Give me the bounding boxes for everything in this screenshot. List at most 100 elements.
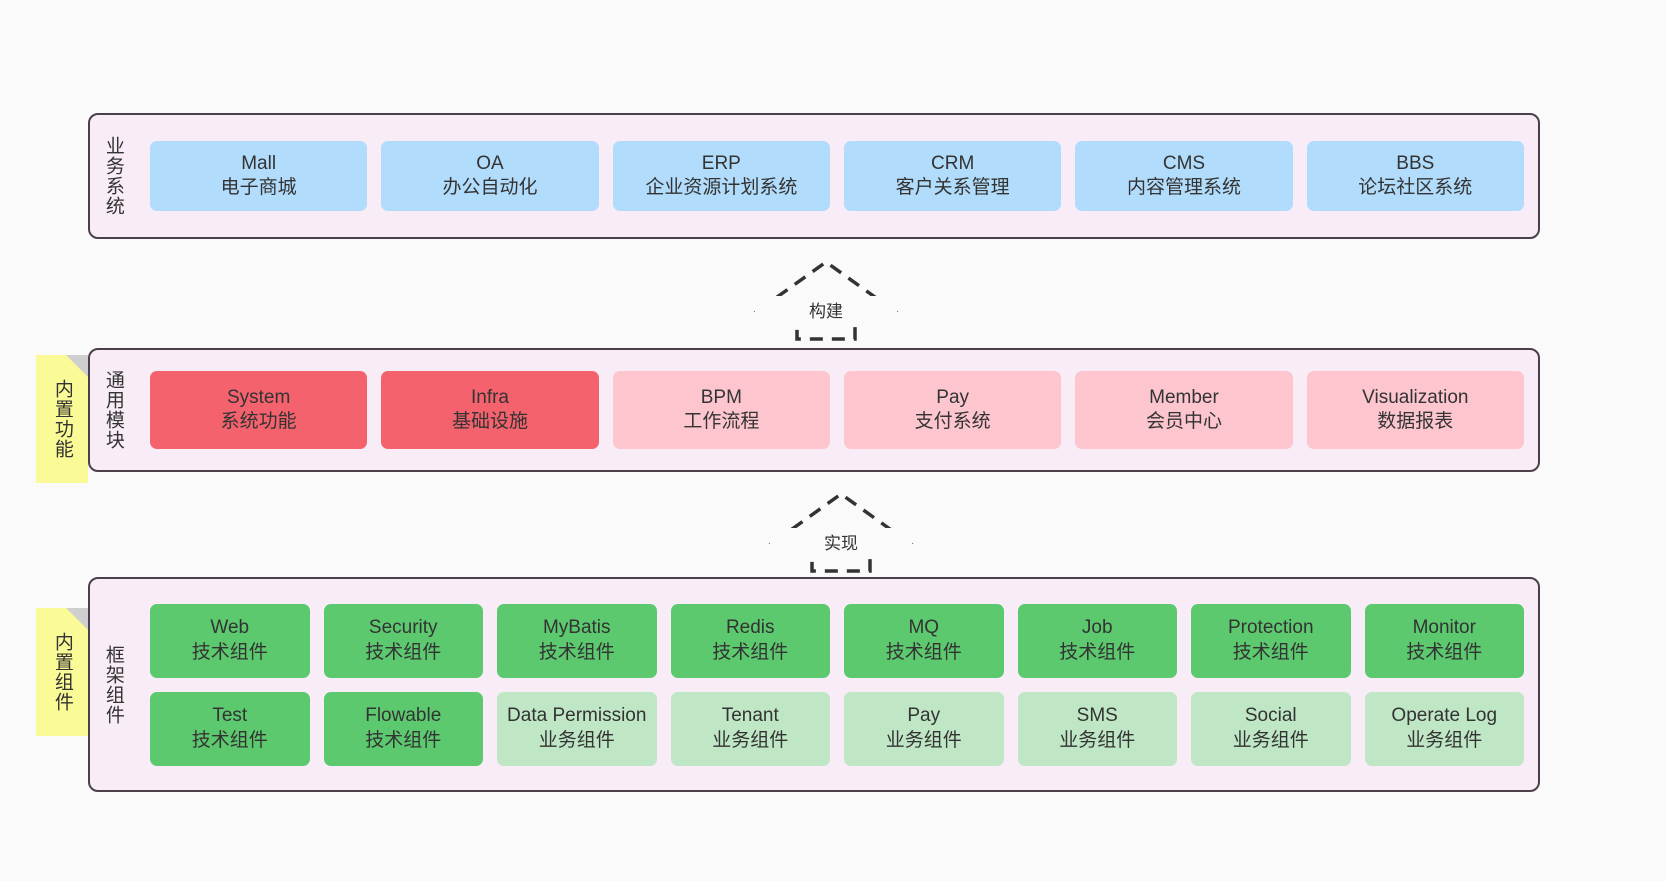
card-erp-subtitle: 企业资源计划系统 xyxy=(645,177,798,198)
business-systems-row: Mall 电子商城 OA 办公自动化 ERP 企业资源计划系统 CRM 客户关系… xyxy=(150,141,1524,211)
card-flowable-subtitle: 技术组件 xyxy=(365,729,442,751)
layer-business-systems: 业务系统 Mall 电子商城 OA 办公自动化 ERP 企业资源计划系统 CRM… xyxy=(88,113,1540,239)
card-job[interactable]: Job 技术组件 xyxy=(1017,603,1177,678)
card-erp[interactable]: ERP 企业资源计划系统 xyxy=(612,141,830,211)
card-cms-subtitle: 内容管理系统 xyxy=(1126,177,1241,198)
connector-implement-label: 实现 xyxy=(770,528,912,555)
layer-framework-components-title: 框架组件 xyxy=(102,644,124,725)
card-web-subtitle: 技术组件 xyxy=(191,641,268,663)
card-test[interactable]: Test 技术组件 xyxy=(150,691,310,766)
card-job-subtitle: 技术组件 xyxy=(1059,641,1136,663)
card-system-title: System xyxy=(226,386,291,408)
card-web[interactable]: Web 技术组件 xyxy=(150,603,310,678)
card-operate-log[interactable]: Operate Log 业务组件 xyxy=(1364,691,1524,766)
layer-business-systems-title: 业务系统 xyxy=(102,136,124,216)
card-sms-title: SMS xyxy=(1076,705,1118,727)
card-web-title: Web xyxy=(210,617,250,639)
card-mybatis-title: MyBatis xyxy=(542,617,611,639)
card-mall-title: Mall xyxy=(241,152,277,174)
layer-common-modules-body: System 系统功能 Infra 基础设施 BPM 工作流程 Pay 支付系统… xyxy=(136,350,1538,470)
note-builtin-components-text: 内置组件 xyxy=(51,632,73,712)
card-pay-component-subtitle: 业务组件 xyxy=(885,729,962,751)
connector-implement: 实现 xyxy=(768,490,914,575)
card-system[interactable]: System 系统功能 xyxy=(150,371,368,449)
card-sms-subtitle: 业务组件 xyxy=(1059,729,1136,751)
layer-framework-components: 框架组件 Web 技术组件 Security 技术组件 MyBatis 技术组件… xyxy=(88,577,1540,792)
layer-common-modules: 通用模块 System 系统功能 Infra 基础设施 BPM 工作流程 Pay… xyxy=(88,348,1540,472)
card-monitor-subtitle: 技术组件 xyxy=(1406,641,1483,663)
card-job-title: Job xyxy=(1081,617,1113,639)
card-pay-component-title: Pay xyxy=(907,705,941,727)
connector-build-label: 构建 xyxy=(755,296,897,323)
card-protection-subtitle: 技术组件 xyxy=(1232,641,1309,663)
card-data-permission[interactable]: Data Permission 业务组件 xyxy=(497,691,657,766)
card-visualization[interactable]: Visualization 数据报表 xyxy=(1306,371,1524,449)
card-mybatis-subtitle: 技术组件 xyxy=(538,641,615,663)
card-member[interactable]: Member 会员中心 xyxy=(1075,371,1293,449)
card-oa[interactable]: OA 办公自动化 xyxy=(381,141,599,211)
card-protection-title: Protection xyxy=(1227,617,1314,639)
card-bpm-subtitle: 工作流程 xyxy=(683,411,760,432)
card-crm-subtitle: 客户关系管理 xyxy=(895,177,1010,198)
framework-components-row-business: Test 技术组件 Flowable 技术组件 Data Permission … xyxy=(150,691,1524,766)
card-data-permission-title: Data Permission xyxy=(507,705,647,727)
card-bpm[interactable]: BPM 工作流程 xyxy=(612,371,830,449)
card-visualization-subtitle: 数据报表 xyxy=(1377,411,1454,432)
card-operate-log-title: Operate Log xyxy=(1391,705,1498,727)
layer-framework-components-body: Web 技术组件 Security 技术组件 MyBatis 技术组件 Redi… xyxy=(136,579,1538,790)
card-pay-module[interactable]: Pay 支付系统 xyxy=(843,371,1062,449)
card-crm[interactable]: CRM 客户关系管理 xyxy=(843,141,1062,211)
card-security-subtitle: 技术组件 xyxy=(365,641,442,663)
card-flowable[interactable]: Flowable 技术组件 xyxy=(323,691,483,766)
card-mq[interactable]: MQ 技术组件 xyxy=(844,603,1004,678)
card-flowable-title: Flowable xyxy=(365,705,442,727)
card-security-title: Security xyxy=(368,617,438,639)
card-pay-component[interactable]: Pay 业务组件 xyxy=(844,691,1004,766)
card-mq-subtitle: 技术组件 xyxy=(885,641,962,663)
card-member-subtitle: 会员中心 xyxy=(1145,411,1222,432)
card-protection[interactable]: Protection 技术组件 xyxy=(1191,603,1351,678)
card-tenant-title: Tenant xyxy=(721,705,779,727)
card-visualization-title: Visualization xyxy=(1362,386,1469,408)
card-mall[interactable]: Mall 电子商城 xyxy=(150,141,368,211)
layer-business-systems-body: Mall 电子商城 OA 办公自动化 ERP 企业资源计划系统 CRM 客户关系… xyxy=(136,115,1538,237)
card-social-title: Social xyxy=(1244,705,1297,727)
card-mq-title: MQ xyxy=(908,617,940,639)
note-builtin-features-text: 内置功能 xyxy=(51,379,73,459)
card-security[interactable]: Security 技术组件 xyxy=(323,603,483,678)
card-mybatis[interactable]: MyBatis 技术组件 xyxy=(497,603,657,678)
card-bpm-title: BPM xyxy=(700,386,742,408)
card-bbs[interactable]: BBS 论坛社区系统 xyxy=(1306,141,1524,211)
card-social-subtitle: 业务组件 xyxy=(1232,729,1309,751)
card-cms-title: CMS xyxy=(1162,152,1206,174)
card-monitor[interactable]: Monitor 技术组件 xyxy=(1364,603,1524,678)
card-crm-title: CRM xyxy=(931,152,975,174)
card-bbs-title: BBS xyxy=(1396,152,1435,174)
framework-components-row-technical: Web 技术组件 Security 技术组件 MyBatis 技术组件 Redi… xyxy=(150,603,1524,678)
card-infra-title: Infra xyxy=(470,386,509,408)
card-erp-title: ERP xyxy=(701,152,741,174)
layer-common-modules-title: 通用模块 xyxy=(102,370,124,450)
card-tenant[interactable]: Tenant 业务组件 xyxy=(670,691,830,766)
card-operate-log-subtitle: 业务组件 xyxy=(1406,729,1483,751)
card-infra-subtitle: 基础设施 xyxy=(451,411,528,432)
card-mall-subtitle: 电子商城 xyxy=(220,177,297,198)
card-test-title: Test xyxy=(212,705,248,727)
card-oa-subtitle: 办公自动化 xyxy=(442,177,538,198)
card-infra[interactable]: Infra 基础设施 xyxy=(381,371,599,449)
card-redis[interactable]: Redis 技术组件 xyxy=(670,603,830,678)
card-monitor-title: Monitor xyxy=(1412,617,1476,639)
common-modules-row: System 系统功能 Infra 基础设施 BPM 工作流程 Pay 支付系统… xyxy=(150,371,1524,449)
card-sms[interactable]: SMS 业务组件 xyxy=(1017,691,1177,766)
card-redis-title: Redis xyxy=(725,617,775,639)
card-cms[interactable]: CMS 内容管理系统 xyxy=(1075,141,1293,211)
card-member-title: Member xyxy=(1149,386,1219,408)
card-system-subtitle: 系统功能 xyxy=(220,411,297,432)
card-pay-module-title: Pay xyxy=(936,386,970,408)
card-social[interactable]: Social 业务组件 xyxy=(1191,691,1351,766)
connector-build: 构建 xyxy=(753,258,899,343)
card-data-permission-subtitle: 业务组件 xyxy=(538,729,615,751)
card-oa-title: OA xyxy=(476,152,504,174)
card-pay-module-subtitle: 支付系统 xyxy=(914,411,991,432)
